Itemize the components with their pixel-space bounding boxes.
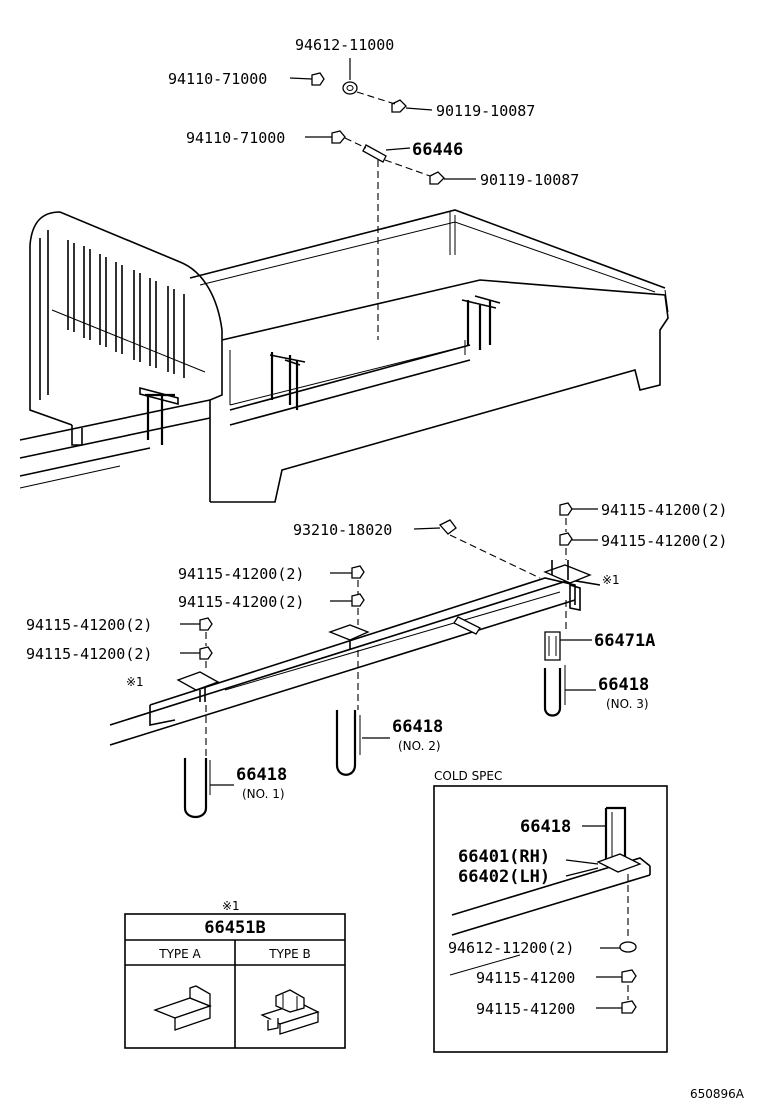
nut-icon [621,1000,637,1014]
top-hardware-parts [289,58,476,185]
mark-ref-right: ※1 [602,573,620,587]
label-94115-41200-m1: 94115-41200(2) [178,565,304,583]
pin-icon [362,144,387,163]
mark-ref-left: ※1 [126,675,144,689]
label-no2: (NO. 2) [398,739,441,753]
type-a-bracket-icon [153,985,212,1031]
label-94115-41200-l2: 94115-41200(2) [26,645,152,663]
bolt-icon [391,99,407,113]
truck-bed-illustration [19,160,669,503]
nut-icon [351,593,365,607]
label-no3: (NO. 3) [606,697,649,711]
label-66446: 66446 [412,140,463,160]
pin-icon [453,616,481,635]
label-94110-71000-b: 94110-71000 [186,129,285,147]
label-66418-no2: 66418 [392,717,443,737]
label-90119-10087-b: 90119-10087 [480,171,579,189]
label-94115-41200-l1: 94115-41200(2) [26,616,152,634]
label-93210-18020: 93210-18020 [293,521,392,539]
nut-icon [559,502,573,516]
bracket-icon [544,631,561,661]
cold-label-66401: 66401(RH) [458,847,550,867]
nut-icon [199,617,213,631]
label-90119-10087-a: 90119-10087 [436,102,535,120]
legend-part-number: 66451B [204,918,265,938]
label-94115-41200-m2: 94115-41200(2) [178,593,304,611]
label-66418-no3: 66418 [598,675,649,695]
bolt-icon [438,519,457,535]
cold-label-94115-41200-a: 94115-41200 [476,969,575,987]
figure-code: 650896A [690,1087,745,1101]
nut-icon [351,565,365,579]
legend-type-b: TYPE B [268,947,311,961]
nut-icon [311,72,325,86]
label-94612-11000: 94612-11000 [295,36,394,54]
cold-label-66402: 66402(LH) [458,867,550,887]
frame-and-u-bolts [109,502,601,819]
washer-icon [342,81,358,95]
label-94115-41200-r1: 94115-41200(2) [601,501,727,519]
label-66471A: 66471A [594,631,655,651]
washer-icon [619,941,637,953]
part-number-labels: 94612-11000 94110-71000 90119-10087 9411… [26,36,727,801]
label-66418-no1: 66418 [236,765,287,785]
label-94115-41200-r2: 94115-41200(2) [601,532,727,550]
cold-label-66418: 66418 [520,817,571,837]
cold-spec-inset: COLD SPEC 66418 66401(RH) 66402(LH) 9461… [433,769,668,1053]
nut-icon [199,646,213,660]
cold-label-94115-41200-b: 94115-41200 [476,1000,575,1018]
cold-spec-title: COLD SPEC [434,769,502,783]
cold-label-94612-11200: 94612-11200(2) [448,939,574,957]
legend-table: ※1 66451B TYPE A TYPE B [124,899,346,1049]
nut-icon [331,130,346,144]
legend-type-a: TYPE A [158,947,201,961]
label-94110-71000-a: 94110-71000 [168,70,267,88]
legend-mark: ※1 [222,899,240,913]
label-no1: (NO. 1) [242,787,285,801]
nut-icon [559,532,573,546]
type-b-bracket-icon [260,989,320,1035]
nut-icon [621,969,637,983]
bolt-icon [429,171,445,185]
